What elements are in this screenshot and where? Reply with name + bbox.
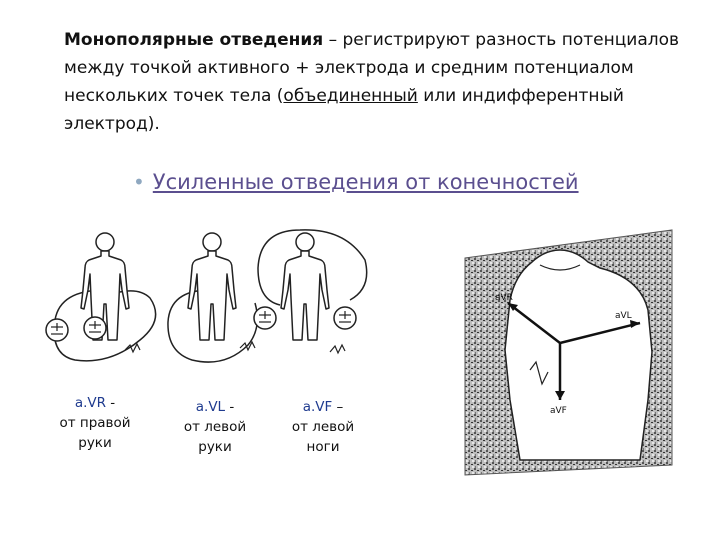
- lead-name: a.VF: [302, 399, 333, 415]
- torso-diagram: aVR aVL aVF: [464, 229, 673, 476]
- avl-figure: [167, 232, 277, 363]
- intro-text-part1: – регистрируют разность потенциалов межд…: [64, 30, 680, 106]
- torso-label-avr: aVR: [495, 293, 513, 303]
- intro-paragraph: Монополярные отведения – регистрируют ра…: [64, 26, 704, 138]
- torso-label-avl: aVL: [615, 311, 632, 321]
- bullet-text: Усиленные отведения от конечностей: [152, 170, 579, 194]
- intro-text-part2: или индифферентный электрод).: [64, 86, 624, 134]
- lead-name: a.VL: [195, 399, 226, 415]
- bullet-dot-icon: •: [133, 170, 145, 194]
- bullet-item: • Усиленные отведения от конечностей: [133, 170, 579, 194]
- avf-figure: [257, 229, 368, 355]
- caption-avr: a.VR - от правой руки: [59, 395, 131, 451]
- caption-avf: a.VF – от левой ноги: [291, 399, 355, 455]
- bold-term: Монополярные отведения: [64, 30, 324, 50]
- avr-figure: [45, 232, 157, 362]
- caption-avl: a.VL - от левой руки: [183, 399, 247, 455]
- torso-label-avf: aVF: [550, 406, 567, 416]
- underlined-term: объединенный: [283, 86, 418, 106]
- lead-name: a.VR: [74, 395, 106, 411]
